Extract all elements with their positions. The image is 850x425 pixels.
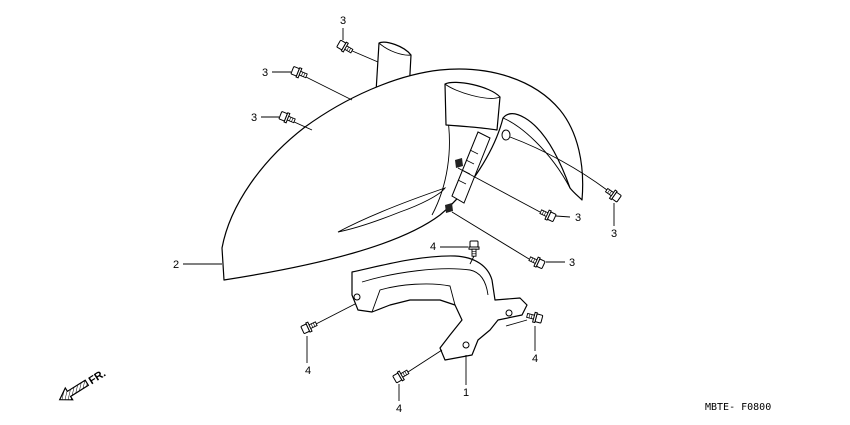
- diagram-code: MBTE- F0800: [705, 402, 771, 413]
- callout-label: 1: [463, 387, 469, 399]
- bolt-part: [289, 64, 309, 81]
- bolt-part: [299, 318, 319, 336]
- callout-label: 4: [430, 241, 436, 253]
- callout-label: 4: [305, 365, 311, 377]
- direction-label: FR.: [87, 368, 108, 388]
- bolt-part: [527, 253, 547, 271]
- fender-bracket: [351, 255, 528, 361]
- fender-mount-hole: [445, 203, 453, 213]
- bolt-part: [538, 206, 558, 224]
- front-fender: [221, 68, 584, 281]
- callout-label: 2: [173, 259, 179, 271]
- bolt-leader-lines: [291, 49, 608, 373]
- bolt-part: [391, 367, 411, 385]
- bolt-part: [277, 109, 297, 126]
- fender-side-groove: [337, 187, 447, 233]
- callout-leader-lines: [183, 28, 615, 401]
- callout-label: 3: [340, 15, 346, 27]
- bolt-part: [335, 38, 355, 56]
- callout-label: 3: [611, 228, 617, 240]
- bolt-part: [525, 310, 544, 325]
- fender-mount-hole: [455, 158, 463, 168]
- callout-label: 4: [532, 353, 538, 365]
- arrow-icon: [58, 379, 90, 401]
- callout-label: 3: [262, 67, 268, 79]
- callout-label: 3: [569, 257, 575, 269]
- fender-right-collar: [444, 81, 501, 131]
- callout-label: 3: [575, 212, 581, 224]
- front-direction-arrow: FR.: [58, 368, 108, 401]
- callout-label: 3: [251, 112, 257, 124]
- callout-label: 4: [396, 403, 402, 415]
- bolt-part: [603, 185, 623, 204]
- fender-grommet: [501, 129, 511, 141]
- bolt-part: [468, 240, 480, 257]
